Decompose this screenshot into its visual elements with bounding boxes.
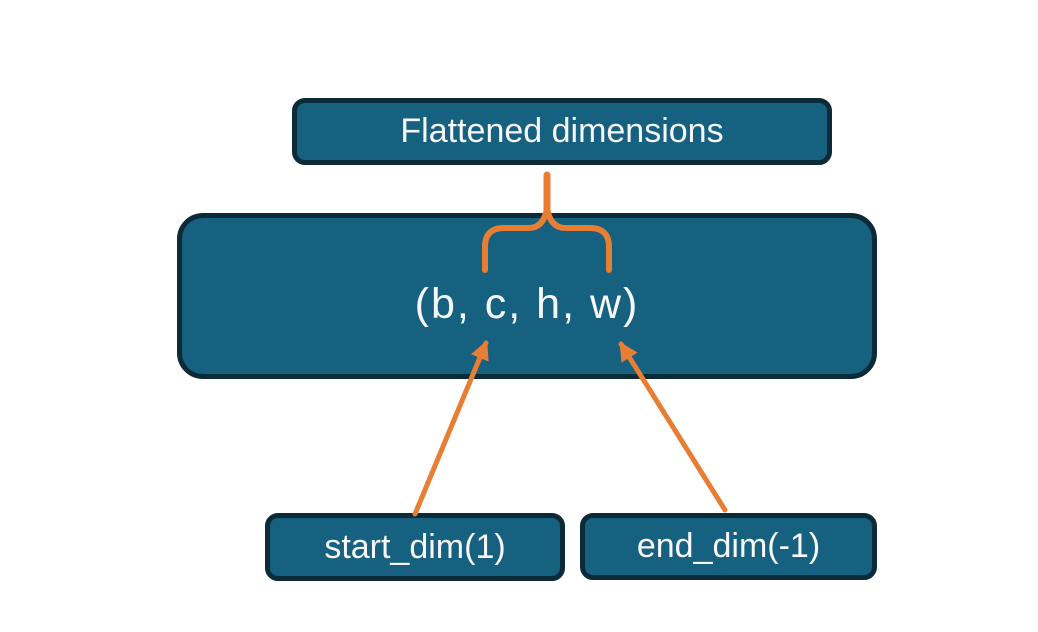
node-flattened-dimensions: Flattened dimensions (292, 98, 832, 165)
start-dim-label: start_dim(1) (324, 527, 506, 566)
node-end-dim: end_dim(-1) (580, 513, 877, 580)
end-dim-label: end_dim(-1) (636, 527, 821, 565)
tensor-shape-label: (b, c, h, w) (414, 279, 640, 328)
flattened-dimensions-label: Flattened dimensions (400, 112, 724, 150)
node-start-dim: start_dim(1) (265, 513, 565, 581)
node-tensor-shape: (b, c, h, w) (177, 213, 877, 379)
